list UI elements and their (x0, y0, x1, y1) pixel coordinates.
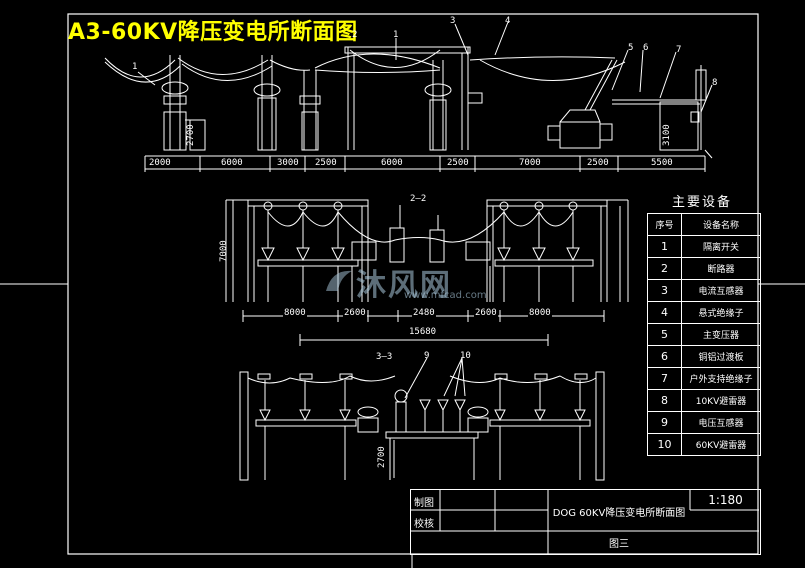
dim-6000b: 6000 (380, 158, 404, 168)
title-block-lines (410, 489, 759, 554)
row-name: 主变压器 (681, 323, 761, 346)
row-name: 电压互感器 (681, 411, 761, 434)
watermark-brand: 沐风网 (356, 268, 452, 303)
row-no: 3 (647, 279, 682, 302)
callout-5: 5 (628, 43, 634, 53)
dim-15680: 15680 (408, 327, 438, 337)
callout-6: 6 (643, 43, 649, 53)
equipment-title: 主要设备 (672, 195, 733, 210)
row-no: 4 (647, 301, 682, 324)
page-title: A3-60KV降压变电所断面图 (68, 20, 358, 45)
section-2-2-label: 2—2 (410, 194, 427, 204)
dim-3000: 3000 (276, 158, 300, 168)
row-name: 60KV避雷器 (681, 433, 761, 456)
height-3100: 3100 (662, 124, 672, 146)
scale: 1:180 (708, 493, 743, 507)
row-no: 10 (647, 433, 682, 456)
callout-7: 7 (676, 45, 682, 55)
row-name: 铜铝过渡板 (681, 345, 761, 368)
dim-2500a: 2500 (314, 158, 338, 168)
row-no: 6 (647, 345, 682, 368)
section-3-3-height: 2700 (377, 446, 387, 468)
callout-4: 4 (505, 16, 511, 26)
callout-1b: 1 (393, 30, 399, 40)
section-3-3-label: 3—3 (376, 352, 393, 362)
draw-label: 制图 (414, 498, 434, 509)
elevation-view (104, 21, 713, 172)
dim-8000b: 8000 (528, 308, 552, 318)
title-block: 制图 校核 DOG 60KV降压变电所断面图 1:180 图三 (410, 489, 761, 555)
figure-number: 图三 (609, 539, 629, 550)
callout-8: 8 (712, 78, 718, 88)
dim-2500c: 2500 (586, 158, 610, 168)
row-no: 7 (647, 367, 682, 390)
dim-2480: 2480 (412, 308, 436, 318)
row-name: 隔离开关 (681, 235, 761, 258)
row-no: 1 (647, 235, 682, 258)
header-no: 序号 (647, 213, 682, 236)
table-header-row: 序号 设备名称 (647, 213, 761, 236)
row-no: 2 (647, 257, 682, 280)
callout-1a: 1 (132, 62, 138, 72)
drawing-name: DOG 60KV降压变电所断面图 (552, 508, 686, 519)
dim-8000a: 8000 (283, 308, 307, 318)
row-no: 9 (647, 411, 682, 434)
dim-6000a: 6000 (220, 158, 244, 168)
dim-2600b: 2600 (474, 308, 498, 318)
check-label: 校核 (414, 519, 434, 530)
header-name: 设备名称 (681, 213, 761, 236)
dim-2000: 2000 (148, 158, 172, 168)
dim-2500b: 2500 (446, 158, 470, 168)
watermark-url: www.mfcad.com (404, 290, 487, 301)
row-name: 电流互感器 (681, 279, 761, 302)
section-3-3-view (239, 357, 605, 481)
row-no: 5 (647, 323, 682, 346)
row-no: 8 (647, 389, 682, 412)
height-2700: 2700 (186, 124, 196, 146)
dim-7000: 7000 (518, 158, 542, 168)
row-name: 户外支持绝缘子 (681, 367, 761, 390)
callout-3: 3 (450, 16, 456, 26)
callout-2: 2 (352, 30, 358, 40)
row-name: 10KV避雷器 (681, 389, 761, 412)
dim-5500: 5500 (650, 158, 674, 168)
callout-10: 10 (460, 351, 471, 361)
watermark-logo-icon (326, 270, 352, 291)
row-name: 悬式绝缘子 (681, 301, 761, 324)
row-name: 断路器 (681, 257, 761, 280)
callout-9: 9 (424, 351, 430, 361)
section-2-2-height: 7000 (219, 240, 229, 262)
dim-2600a: 2600 (343, 308, 367, 318)
